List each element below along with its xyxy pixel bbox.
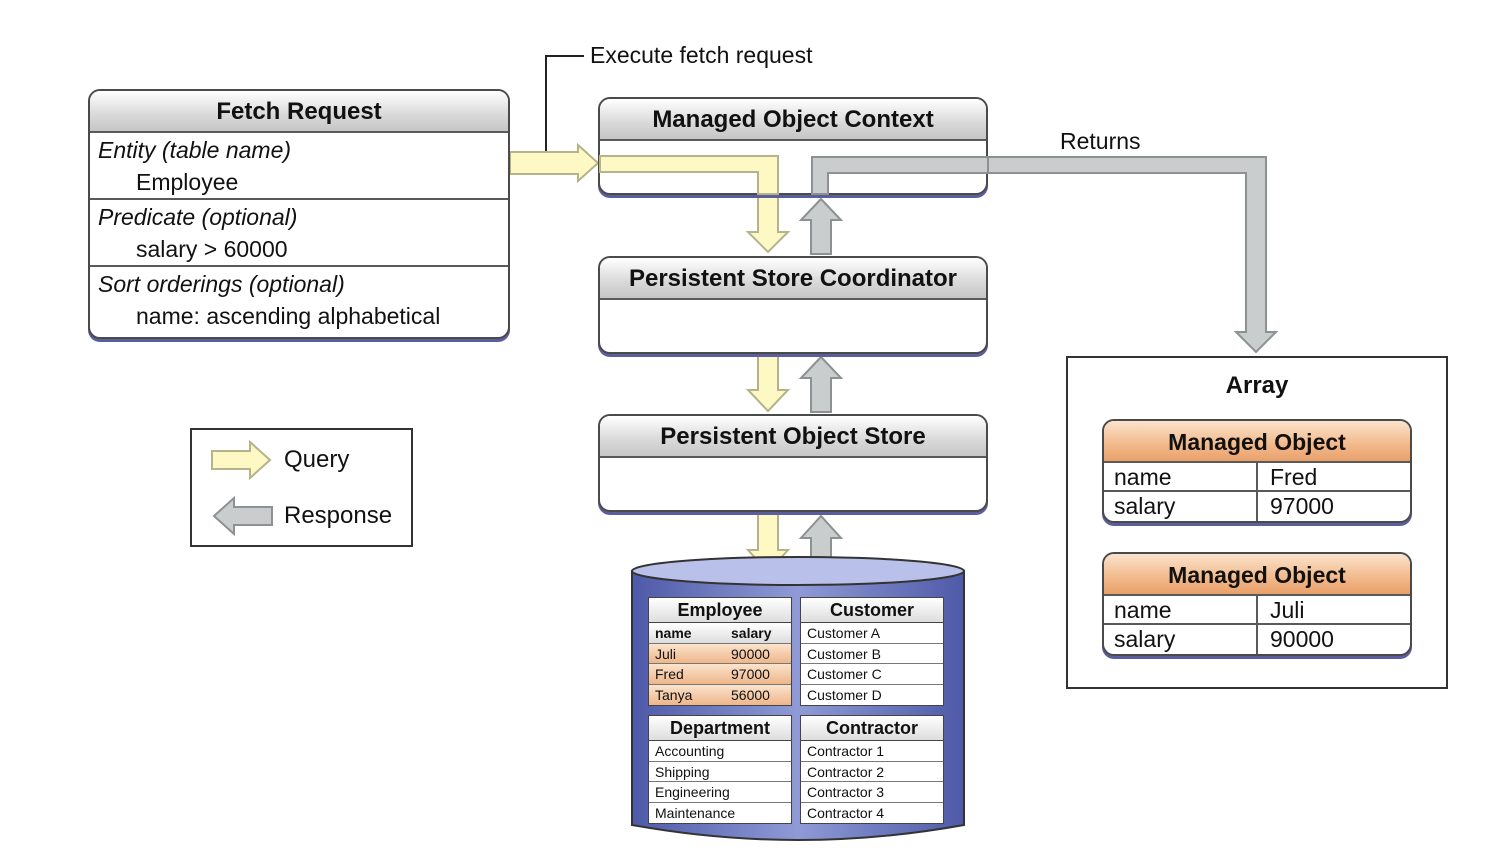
execute-fetch-label: Execute fetch request <box>590 42 813 68</box>
managed-object-title: Managed Object <box>1104 554 1410 596</box>
department-row: Accounting <box>649 741 791 762</box>
managed-object-row: name Fred <box>1104 463 1410 492</box>
predicate-value: salary > 60000 <box>136 236 288 262</box>
attribute-value: 97000 <box>1270 493 1334 519</box>
department-row: Shipping <box>649 762 791 782</box>
fetch-request-box: Fetch Request Entity (table name) Employ… <box>88 89 510 339</box>
employee-salary-header: salary <box>731 625 772 641</box>
array-panel: Array Managed Object name Fred salary 97… <box>1066 356 1448 689</box>
managed-object-divider <box>1256 463 1258 521</box>
managed-object-context-title: Managed Object Context <box>600 99 986 141</box>
predicate-label: Predicate (optional) <box>98 204 298 230</box>
employee-row: Juli 90000 <box>649 643 791 664</box>
contractor-row: Contractor 2 <box>801 762 943 782</box>
employee-row: Fred 97000 <box>649 664 791 685</box>
department-table: Department Accounting Shipping Engineeri… <box>648 715 792 824</box>
managed-object-card: Managed Object name Fred salary 97000 <box>1102 419 1412 523</box>
legend-response-label: Response <box>284 502 393 529</box>
attribute-value: 90000 <box>1270 626 1334 652</box>
attribute-key: salary <box>1114 626 1176 652</box>
customer-row: Customer D <box>807 686 882 703</box>
attribute-key: salary <box>1114 493 1176 519</box>
employee-salary: 56000 <box>731 686 770 703</box>
attribute-key: name <box>1114 464 1172 490</box>
entity-value: Employee <box>136 169 239 195</box>
fetch-request-title: Fetch Request <box>90 91 508 133</box>
contractor-table-title: Contractor <box>801 716 943 741</box>
customer-row: Customer B <box>801 644 943 664</box>
query-legend-arrow-icon <box>211 440 272 480</box>
department-table-title: Department <box>649 716 791 741</box>
database-cylinder: Employee name salary Juli 90000 Fred 970… <box>628 555 968 855</box>
employee-name: Fred <box>655 666 684 682</box>
managed-object-row: salary 90000 <box>1104 625 1410 654</box>
managed-object-title: Managed Object <box>1104 421 1410 463</box>
legend-query-label: Query <box>284 446 350 473</box>
contractor-table: Contractor Contractor 1 Contractor 2 Con… <box>800 715 944 824</box>
customer-row: Customer A <box>801 623 943 644</box>
employee-salary: 90000 <box>731 645 770 662</box>
employee-row: Tanya 56000 <box>649 684 791 705</box>
persistent-store-coordinator-title: Persistent Store Coordinator <box>600 258 986 300</box>
contractor-row: Contractor 1 <box>801 741 943 762</box>
sort-label: Sort orderings (optional) <box>98 271 345 297</box>
managed-object-divider <box>1256 596 1258 654</box>
employee-name: Juli <box>655 645 677 662</box>
execute-leader-line <box>545 55 584 161</box>
department-row: Engineering <box>649 782 791 803</box>
contractor-row: Contractor 3 <box>801 782 943 803</box>
employee-header-row: name salary <box>649 623 791 644</box>
query-arrow-into-context <box>509 142 600 184</box>
legend: Query Response <box>190 428 413 547</box>
fetch-request-predicate-section: Predicate (optional) salary > 60000 <box>90 200 508 267</box>
entity-label: Entity (table name) <box>98 137 292 163</box>
attribute-value: Juli <box>1270 597 1305 623</box>
department-row: Maintenance <box>655 804 736 821</box>
managed-object-card: Managed Object name Juli salary 90000 <box>1102 552 1412 656</box>
employee-table-title: Employee <box>649 598 791 623</box>
attribute-value: Fred <box>1270 464 1318 490</box>
attribute-key: name <box>1114 597 1172 623</box>
fetch-request-entity-section: Entity (table name) Employee <box>90 133 508 200</box>
employee-table: Employee name salary Juli 90000 Fred 970… <box>648 597 792 706</box>
persistent-object-store-box: Persistent Object Store <box>598 414 988 512</box>
response-legend-arrow-icon <box>212 496 273 536</box>
response-arrow-coordinator-to-context <box>798 197 844 255</box>
managed-object-context-box: Managed Object Context <box>598 97 988 195</box>
managed-object-row: salary 97000 <box>1104 492 1410 521</box>
customer-table: Customer Customer A Customer B Customer … <box>800 597 944 706</box>
response-arrow-store-to-coordinator <box>798 355 844 413</box>
contractor-row: Contractor 4 <box>807 804 885 821</box>
fetch-request-sort-section: Sort orderings (optional) name: ascendin… <box>90 267 508 334</box>
array-title: Array <box>1225 372 1289 399</box>
employee-salary: 97000 <box>731 666 770 682</box>
persistent-object-store-title: Persistent Object Store <box>600 416 986 458</box>
returns-label: Returns <box>1060 128 1141 154</box>
employee-name-header: name <box>655 625 692 641</box>
employee-name: Tanya <box>655 686 693 703</box>
managed-object-row: name Juli <box>1104 596 1410 625</box>
persistent-store-coordinator-box: Persistent Store Coordinator <box>598 256 988 354</box>
sort-value: name: ascending alphabetical <box>136 303 441 329</box>
customer-table-title: Customer <box>801 598 943 623</box>
query-arrow-coordinator-to-store <box>745 355 791 413</box>
customer-row: Customer C <box>801 664 943 685</box>
